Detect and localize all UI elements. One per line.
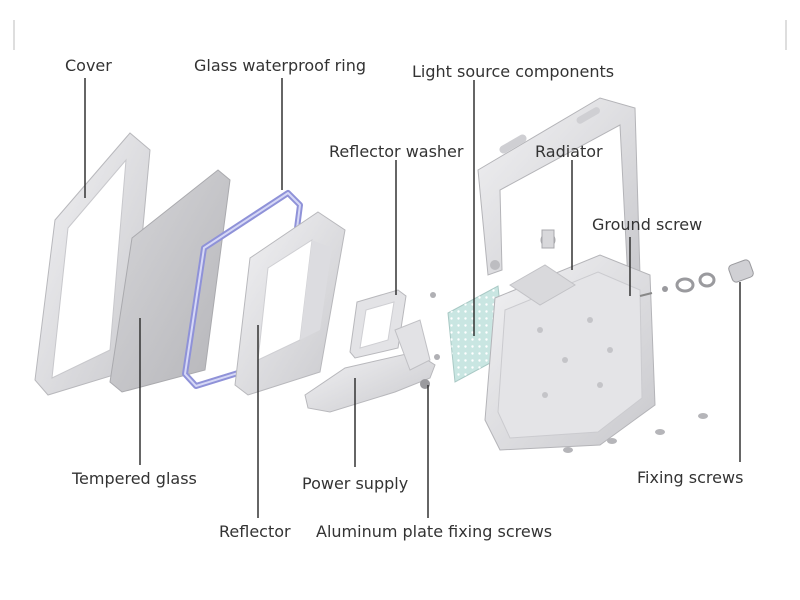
glass-waterproof-ring-part [182, 190, 303, 389]
leader-lines [84, 78, 741, 518]
label-aluminum-plate-fixing-screws: Aluminum plate fixing screws [316, 522, 553, 541]
label-fixing-screws: Fixing screws [637, 468, 744, 487]
reflector-washer-part [349, 289, 407, 359]
radiator-part [484, 229, 656, 451]
reflector-part [234, 211, 346, 396]
label-reflector: Reflector [219, 522, 291, 541]
label-ground-screw: Ground screw [592, 215, 703, 234]
fixing-screws-parts [563, 413, 708, 453]
corner-marks [13, 20, 787, 50]
label-light-source-components: Light source components [412, 62, 615, 81]
radiator-bracket-part [477, 97, 641, 283]
label-radiator: Radiator [535, 142, 603, 161]
label-tempered-glass: Tempered glass [72, 469, 197, 488]
label-glass-waterproof-ring: Glass waterproof ring [194, 56, 366, 75]
power-supply-part [304, 319, 436, 413]
label-power-supply: Power supply [302, 474, 409, 493]
label-reflector-washer: Reflector washer [329, 142, 464, 161]
aluminum-screws-parts [430, 292, 440, 360]
ground-screw-parts [639, 259, 754, 297]
label-cover: Cover [65, 56, 112, 75]
